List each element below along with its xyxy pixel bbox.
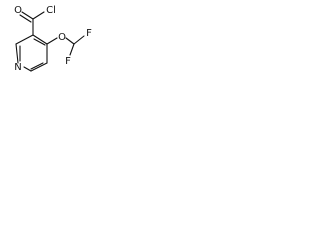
ring-bond-c2-c3 [15,34,34,45]
atom-label-ether-oxygen: O [58,32,66,43]
atom-label-chlorine: Cl [46,5,56,16]
carbonyl-double-bond-1 [21,11,34,20]
ring-bond-c6-n [23,66,32,72]
ring-bond-c3-c4 [32,34,48,45]
atom-label-fluorine-right: F [86,28,92,39]
ring-bond-c5-c6 [30,62,48,72]
ring-inner-double-bond-bottom [30,62,44,70]
atom-label-fluorine-bottom: F [65,56,71,67]
bond-ring-to-ether-oxygen [46,37,58,45]
bond-ether-oxygen-to-cf2 [65,37,75,45]
bond-cf2-to-fluorine-right [73,35,85,45]
chemical-structure-diagram: O Cl O F F N [14,5,92,73]
atom-label-carbonyl-oxygen: O [14,5,22,16]
bond-carbon-chlorine [32,11,45,20]
carbonyl-double-bond-2 [19,14,32,23]
bond-cf2-to-fluorine-left [69,43,75,56]
ring-inner-double-bond-top [33,38,46,46]
atom-label-nitrogen: N [14,62,21,73]
ring-bond-n-c2 [15,43,19,64]
